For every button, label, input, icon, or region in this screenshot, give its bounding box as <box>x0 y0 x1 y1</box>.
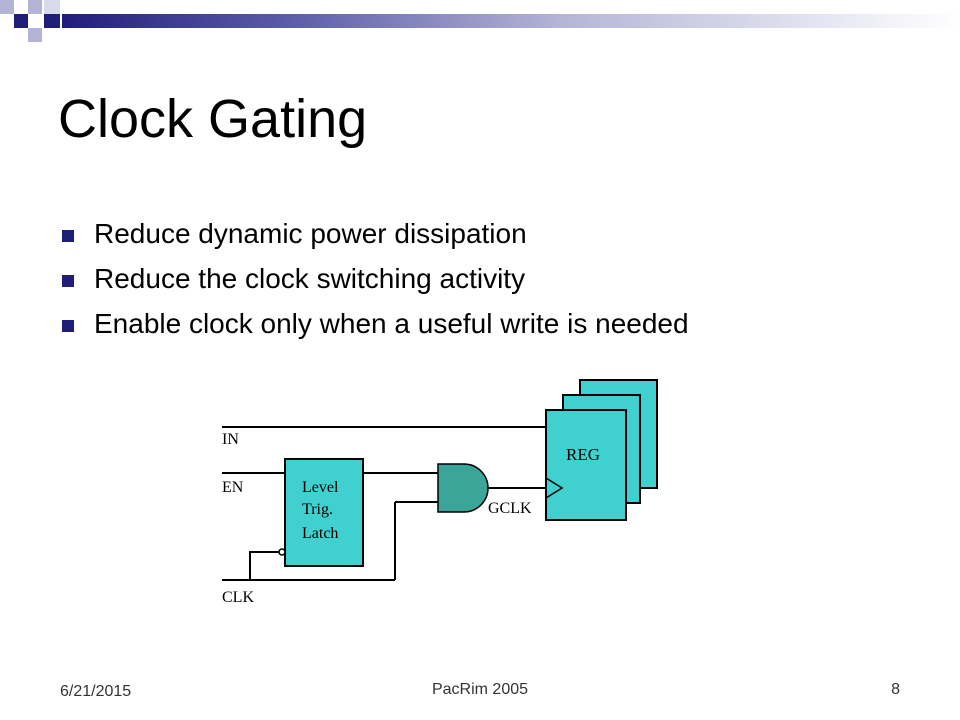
and-gate <box>437 463 489 513</box>
latch-label-line3: Latch <box>302 525 338 542</box>
in-label: IN <box>222 431 239 448</box>
latch-clock-inversion-bubble <box>278 548 286 556</box>
decor-square <box>44 0 60 14</box>
bullet-item: Enable clock only when a useful write is… <box>62 304 689 349</box>
reg-label: REG <box>566 445 600 464</box>
top-decoration-bar <box>0 0 960 48</box>
square-bullet-icon <box>62 230 74 242</box>
footer-page-number: 8 <box>891 681 900 698</box>
decor-square <box>28 0 42 14</box>
bullet-item: Reduce dynamic power dissipation <box>62 214 689 259</box>
bullet-text: Enable clock only when a useful write is… <box>94 308 689 339</box>
decor-square <box>14 14 28 28</box>
latch-label-line2: Trig. <box>302 501 333 518</box>
clk-label: CLK <box>222 589 254 606</box>
square-bullet-icon <box>62 275 74 287</box>
square-bullet-icon <box>62 320 74 332</box>
footer-conference: PacRim 2005 <box>431 681 529 698</box>
bullet-text: Reduce the clock switching activity <box>94 263 526 294</box>
decor-square <box>0 0 14 14</box>
latch-label-line1: Level <box>302 479 339 496</box>
slide-title: Clock Gating <box>58 89 368 149</box>
latch-block <box>284 458 364 567</box>
clock-gating-diagram: REG IN Level Trig. Latch EN GCLK CLK <box>222 379 658 606</box>
clk-to-latch-wire <box>249 551 280 580</box>
reg-block-front <box>545 409 627 521</box>
bullet-list: Reduce dynamic power dissipation Reduce … <box>62 214 689 349</box>
footer-date: 6/21/2015 <box>60 683 132 700</box>
decor-square <box>28 28 42 42</box>
reg-clock-input-triangle <box>545 477 564 499</box>
bullet-text: Reduce dynamic power dissipation <box>94 218 527 249</box>
gclk-label: GCLK <box>488 500 532 517</box>
decor-gradient-bar <box>62 14 960 28</box>
bullet-item: Reduce the clock switching activity <box>62 259 689 304</box>
decor-square <box>44 14 60 28</box>
en-label: EN <box>222 479 244 496</box>
